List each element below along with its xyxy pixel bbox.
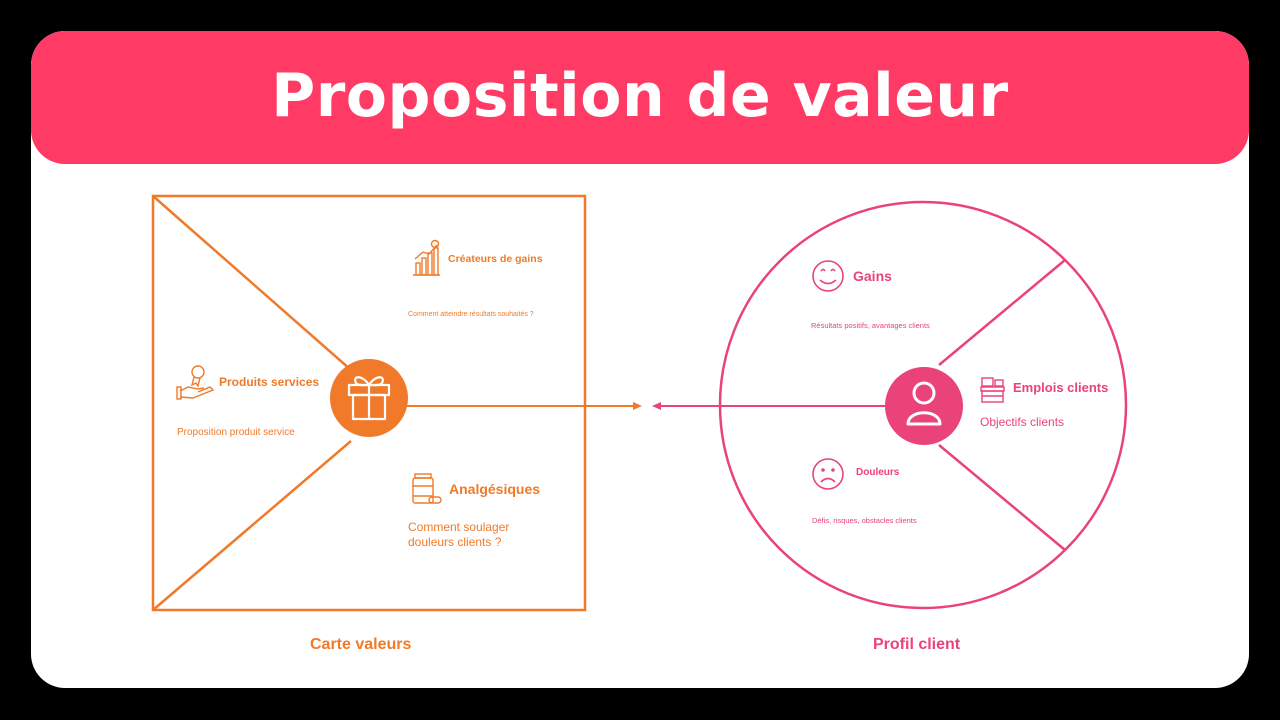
products-desc: Proposition produit service [177, 427, 295, 438]
profile-divider-top [938, 259, 1066, 366]
jobs-desc: Objectifs clients [980, 415, 1065, 429]
gains-title: Gains [853, 268, 892, 284]
growth-chart-icon [413, 239, 440, 276]
value-map-shape [151, 194, 587, 612]
gain-creators-title: Créateurs de gains [448, 253, 543, 265]
hand-award-icon [176, 365, 215, 400]
products-title: Produits services [219, 375, 320, 389]
gain-creators-desc: Comment atteindre résultats souhaités ? [408, 311, 534, 318]
profile-label: Profil client [873, 636, 961, 653]
value-map-divider-bottom [152, 440, 352, 611]
pains-desc: Défis, risques, obstacles clients [812, 516, 917, 525]
slide-card: Proposition de valeur [31, 31, 1249, 688]
diagram-canvas [151, 194, 1128, 612]
workstation-icon [980, 377, 1005, 403]
person-icon [885, 367, 963, 445]
gift-icon [330, 359, 408, 437]
arrowhead-right-icon [633, 402, 642, 410]
profile-divider-bottom [938, 444, 1066, 551]
slide-title: Proposition de valeur [271, 60, 1009, 131]
value-map-label: Carte valeurs [310, 636, 412, 653]
pain-relievers-title: Analgésiques [449, 481, 541, 497]
medicine-icon [412, 473, 442, 504]
jobs-title: Emplois clients [1013, 380, 1109, 395]
value-map-divider-top [152, 195, 352, 371]
smile-icon [812, 260, 844, 292]
pain-relievers-desc-line1: Comment soulager [408, 520, 510, 534]
gains-desc: Résultats positifs, avantages clients [811, 321, 930, 330]
pains-title: Douleurs [856, 467, 900, 478]
pain-relievers-desc-line2: douleurs clients ? [408, 535, 502, 549]
sad-face-icon [812, 458, 844, 490]
arrowhead-left-icon [652, 402, 661, 410]
value-map-square [151, 194, 587, 612]
title-banner: Proposition de valeur [31, 31, 1249, 164]
